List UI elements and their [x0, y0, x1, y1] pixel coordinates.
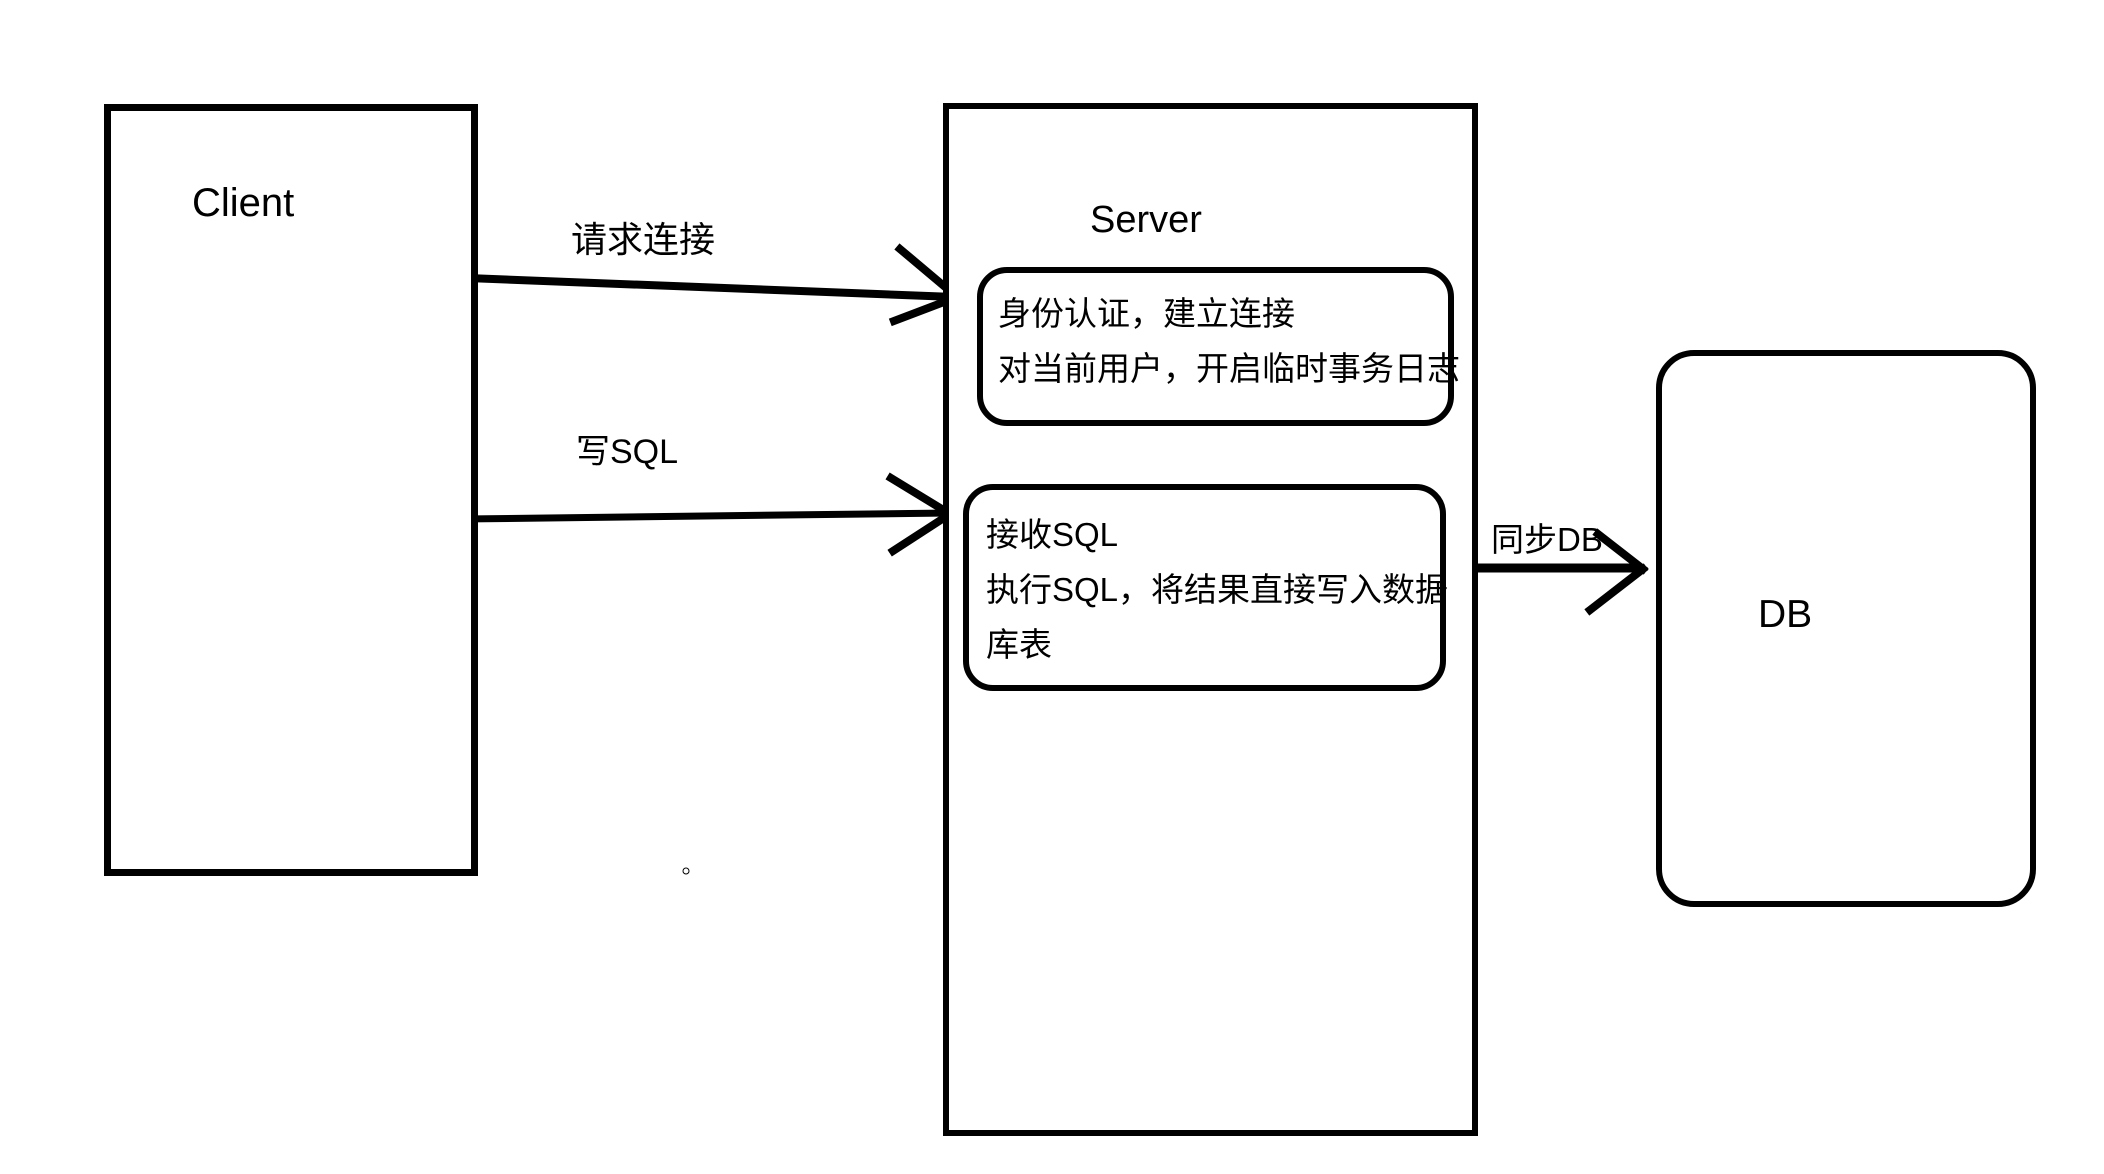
- arrow-write-sql-label: 写SQL: [576, 433, 679, 471]
- server-sql-note-line3: 库表: [986, 626, 1052, 663]
- db-node-label: DB: [1758, 593, 1813, 636]
- stray-dot: [682, 867, 690, 875]
- arrow-write-sql: [460, 472, 956, 557]
- server-auth-note: 身份认证，建立连接 对当前用户，开启临时事务日志: [977, 267, 1460, 426]
- arrow-request-connect-label: 请求连接: [571, 219, 716, 260]
- arrow-request-connect-shaft: [437, 272, 959, 302]
- client-node-label: Client: [192, 181, 295, 225]
- server-sql-note-line2: 执行SQL，将结果直接写入数据: [986, 571, 1449, 608]
- db-node: [1656, 350, 2036, 907]
- arrow-sync-db-label: 同步DB: [1491, 521, 1603, 558]
- server-node-label: Server: [1090, 199, 1202, 241]
- arrow-write-sql-head: [885, 472, 956, 557]
- server-auth-note-line1: 身份认证，建立连接: [998, 295, 1295, 332]
- server-sql-note-line1: 接收SQL: [986, 516, 1119, 553]
- client-node: [104, 104, 478, 876]
- arrow-write-sql-shaft: [460, 509, 950, 523]
- server-auth-note-line2: 对当前用户，开启临时事务日志: [998, 350, 1460, 387]
- server-sql-note: 接收SQL 执行SQL，将结果直接写入数据 库表: [963, 484, 1449, 691]
